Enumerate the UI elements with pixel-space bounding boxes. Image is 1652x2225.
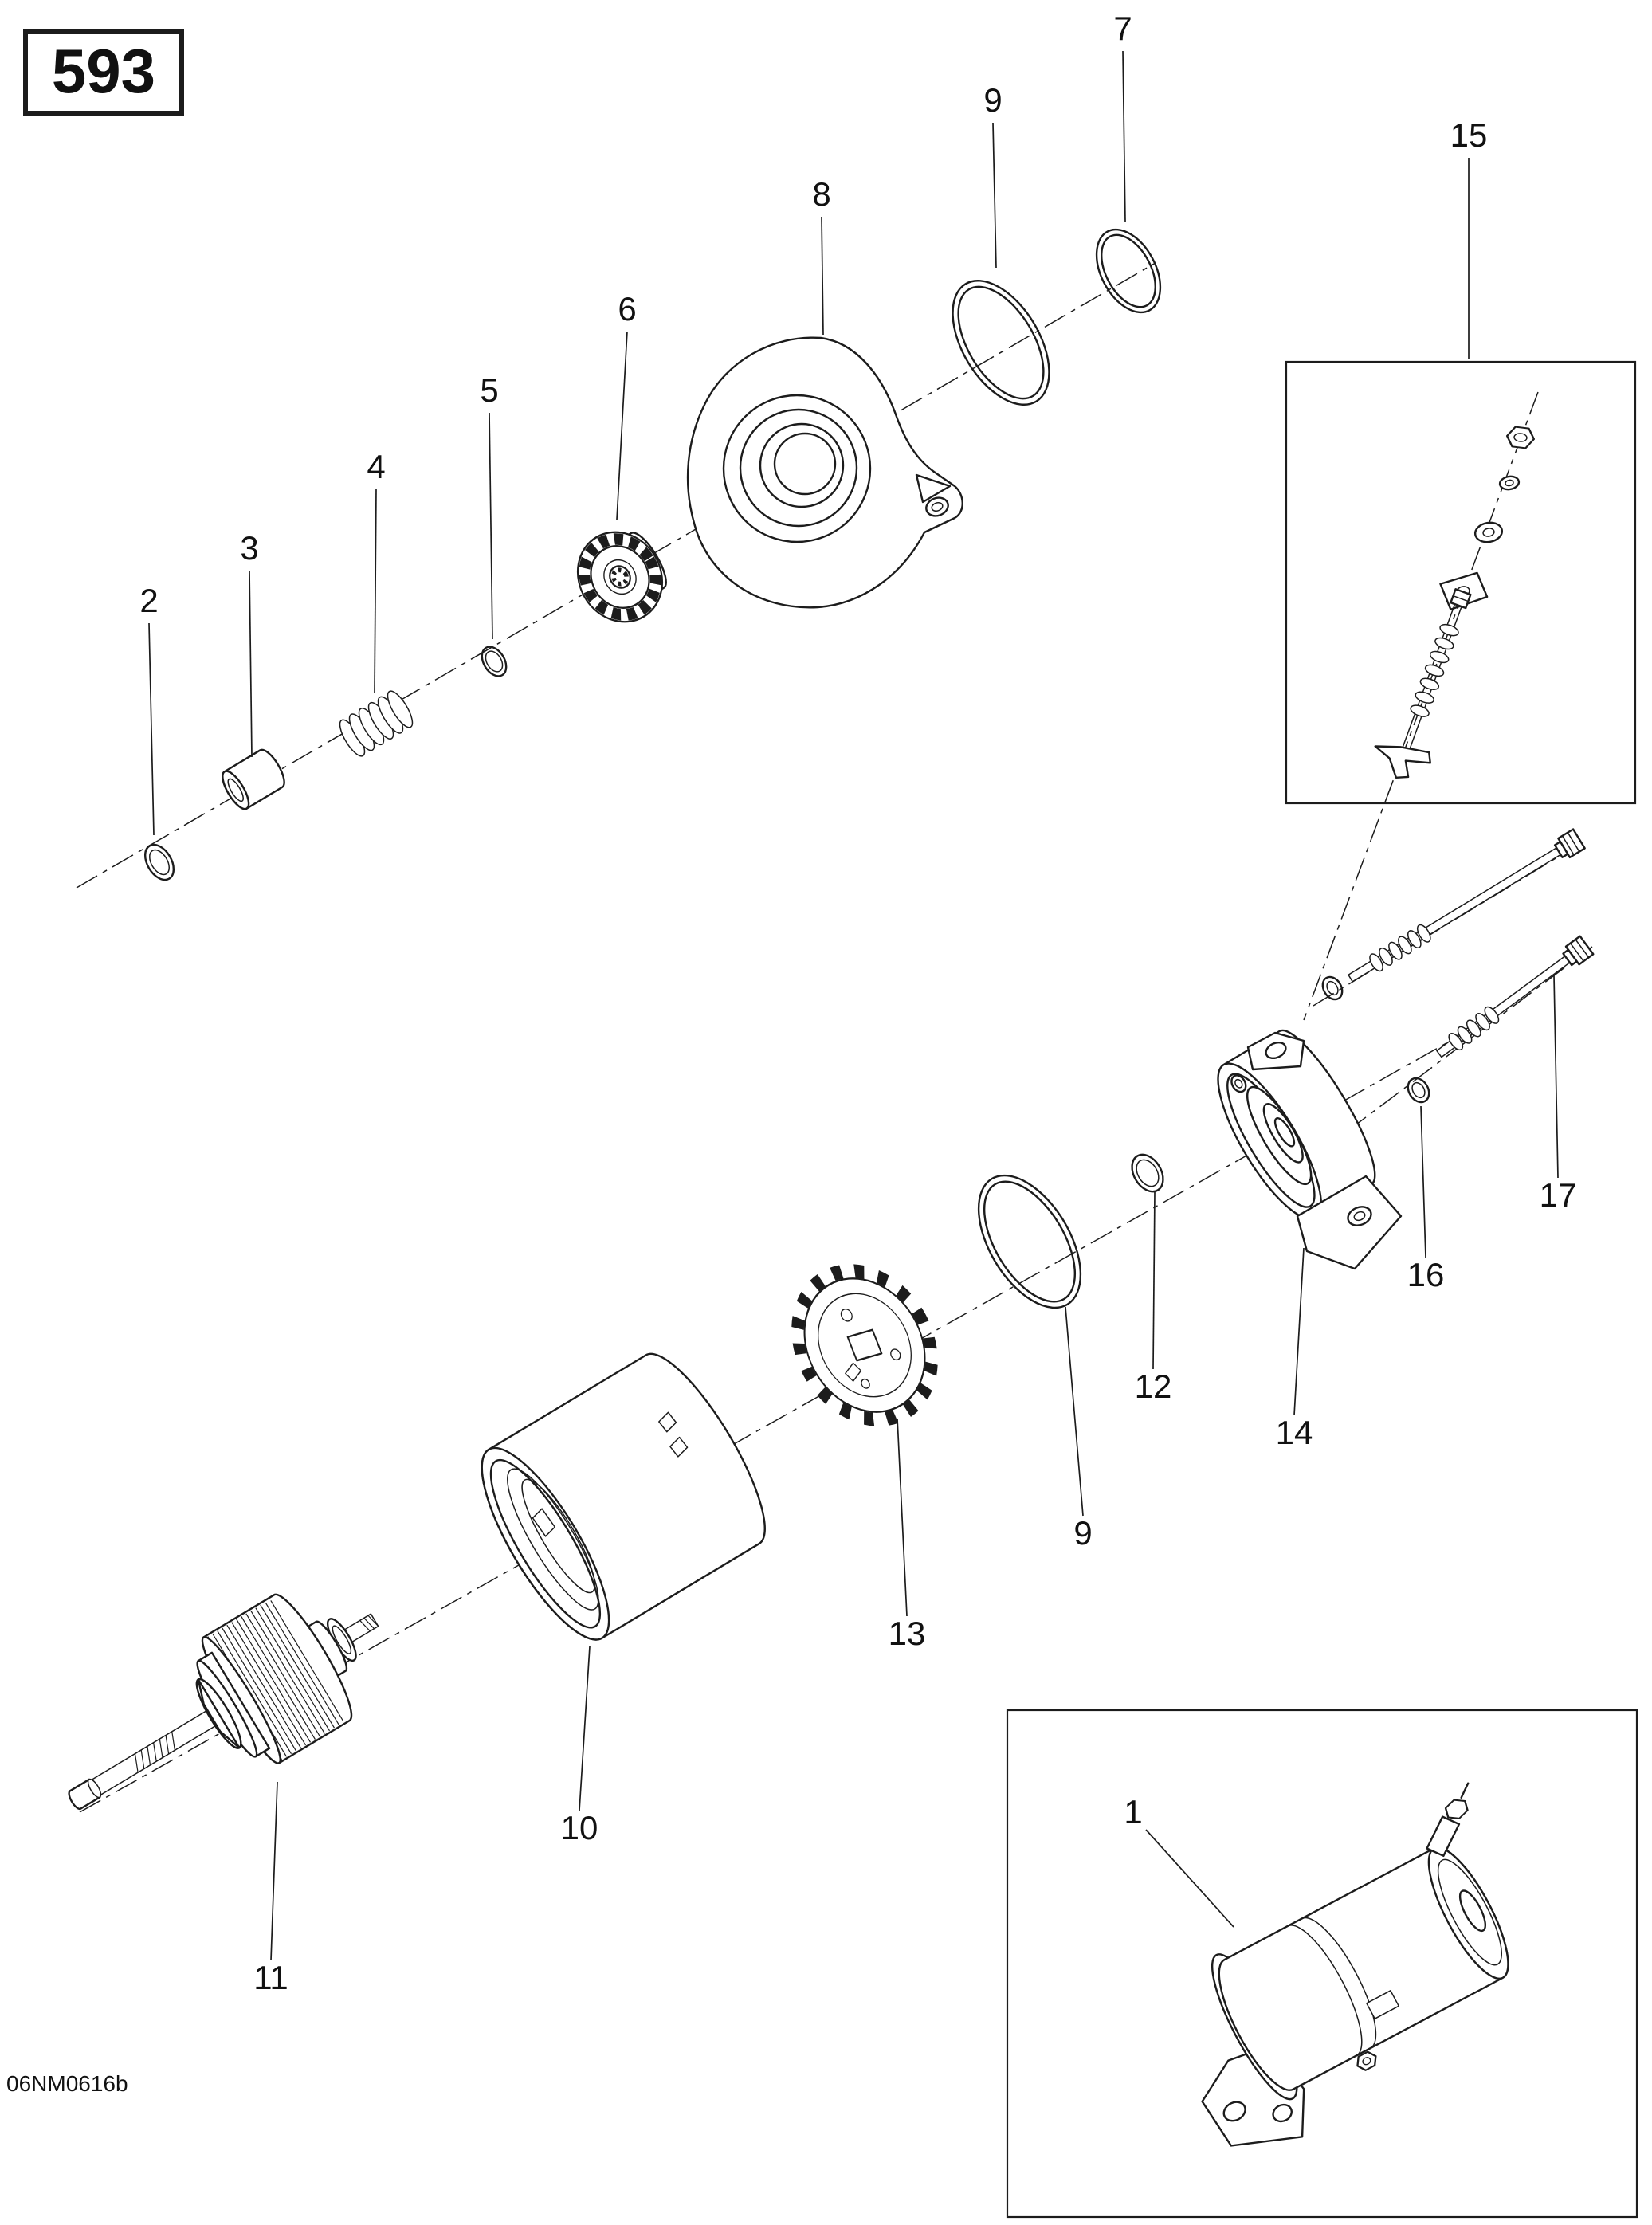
model-badge-text: 593 [52, 36, 155, 106]
bracket-tab [915, 473, 952, 504]
leader-line-14 [1293, 1247, 1305, 1416]
part-17-bolt-lower [1436, 935, 1595, 1058]
part-5-ring [481, 646, 508, 677]
part-17-bolt-upper [1348, 828, 1586, 983]
callout-5: 5 [480, 371, 498, 409]
callout-10: 10 [561, 1809, 598, 1846]
callout-7: 7 [1113, 10, 1132, 47]
kit-bolt-spring [1401, 588, 1472, 752]
kit-lever-fork [1374, 745, 1431, 779]
kit-flat-washer [1473, 521, 1504, 543]
part-4-spring [339, 690, 414, 757]
callout-4: 4 [367, 448, 385, 485]
part-3-bushing [222, 748, 285, 810]
part-9-o-ring-top [952, 280, 1050, 406]
leader-line-12 [1152, 1191, 1156, 1370]
leader-line-7 [1122, 50, 1126, 222]
callout-15: 15 [1450, 116, 1488, 154]
leader-line-2 [148, 622, 155, 836]
callout-17: 17 [1540, 1176, 1577, 1214]
callout-11: 11 [253, 1959, 288, 1996]
part-6-pinion-gear [576, 531, 667, 623]
leader-line-5 [489, 412, 493, 640]
inset-box-15 [1285, 360, 1637, 805]
part-13-brush-plate [791, 1264, 938, 1426]
leader-line-9-bottom [1065, 1306, 1084, 1517]
leader-line-10 [579, 1646, 591, 1811]
callout-13: 13 [889, 1615, 926, 1652]
part-12-o-ring [1131, 1153, 1164, 1193]
callout-12: 12 [1135, 1368, 1172, 1405]
leader-line-9-top [992, 122, 997, 269]
callout-1: 1 [1124, 1793, 1142, 1831]
leader-line-3 [249, 570, 253, 758]
callout-16: 16 [1407, 1256, 1445, 1293]
part-11-armature [68, 1593, 379, 1811]
callout-14: 14 [1276, 1414, 1313, 1451]
drawing-code-text: 06NM0616b [6, 2071, 128, 2096]
callout-9-top: 9 [983, 81, 1002, 119]
part-15-kit-inset [1285, 360, 1637, 805]
callout-6: 6 [618, 290, 636, 328]
callout-9-bottom: 9 [1073, 1514, 1092, 1552]
washer-upper [1321, 975, 1344, 1001]
part-7-o-ring [1095, 228, 1162, 314]
inset-box-1 [1006, 1709, 1638, 2219]
leader-line-1 [1145, 1829, 1234, 1928]
leader-line-6 [616, 331, 628, 520]
kit-lock-washer [1498, 475, 1521, 491]
part-14-end-housing [1217, 1029, 1403, 1270]
part-10-motor-housing [481, 1352, 766, 1641]
part-1-starter-assembly [1006, 1709, 1638, 2219]
kit-nut [1505, 426, 1536, 449]
leader-line-8 [821, 216, 824, 336]
leader-line-4 [374, 489, 377, 694]
part-2-lock-ring [143, 843, 175, 881]
leader-line-16 [1420, 1105, 1426, 1258]
callout-2: 2 [139, 582, 158, 619]
part-16-washer [1407, 1077, 1430, 1104]
part-9-o-ring-bottom [977, 1174, 1082, 1309]
model-badge: 593 [23, 29, 184, 116]
leader-line-17 [1553, 975, 1559, 1179]
callout-3: 3 [240, 529, 258, 567]
leader-line-11 [270, 1781, 278, 1961]
part-8-drive-end-bracket [686, 336, 963, 609]
leader-line-13 [897, 1418, 908, 1617]
callout-8: 8 [812, 175, 830, 213]
axis-bolt-lower [1346, 946, 1593, 1132]
